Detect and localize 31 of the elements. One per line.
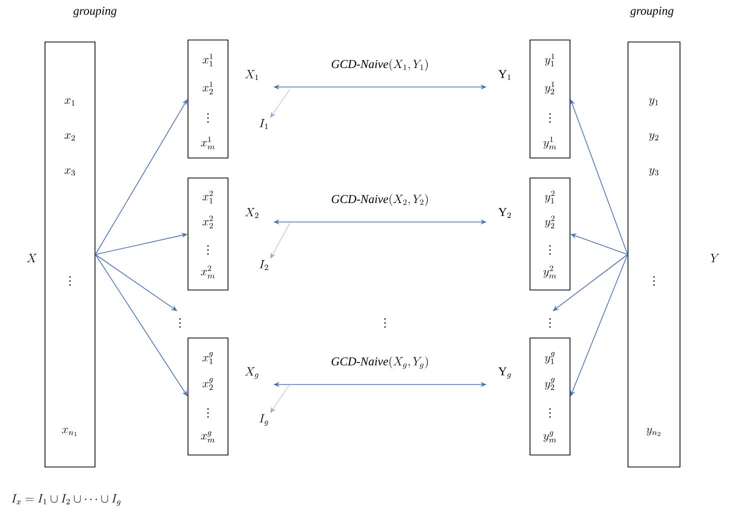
heading-label: grouping bbox=[630, 6, 674, 18]
vector-box: $y_1^g$ $y_2^g$ $\vdots$ $y_m^g$ $\mathrm{Y}_g$ bbox=[498, 338, 570, 456]
node-label: $\mathrm{Y}_g$ bbox=[498, 367, 511, 379]
vector-box: $x_1^2$ $x_2^2$ $\vdots$ $x_m^2$ $X_2$ bbox=[188, 178, 258, 290]
node-label: $Y$ bbox=[710, 254, 720, 262]
arrow bbox=[270, 384, 290, 413]
vector-box: $x_1^1$ $x_2^1$ $\vdots$ $x_m^1$ $X_1$ bbox=[188, 40, 258, 158]
edge-label: $\textit{GCD-Naive}(X_1, Y_1)$ bbox=[332, 59, 428, 71]
math-label: $I_1$ bbox=[260, 119, 268, 129]
heading-label: grouping bbox=[73, 6, 116, 18]
node-label: $X$ bbox=[26, 254, 37, 262]
math-label: $\vdots$ bbox=[549, 318, 551, 328]
math-label: $\vdots$ bbox=[179, 318, 181, 328]
edge-label: $\textit{GCD-Naive}(X_g, Y_g)$ bbox=[332, 356, 428, 369]
vector-box: $y_1^1$ $y_2^1$ $\vdots$ $y_m^1$ $\mathrm{Y}_1$ bbox=[498, 40, 570, 158]
node-label: $\mathrm{Y}_1$ bbox=[498, 70, 511, 80]
arrow bbox=[270, 222, 290, 258]
arrow bbox=[270, 88, 290, 118]
vector-box: $x_1$ $x_2$ $x_3$ $\vdots$ $x_{n_1}$ $X$ bbox=[26, 42, 96, 468]
formula-label: $\vdots$ bbox=[384, 318, 386, 328]
node-label: $X_2$ bbox=[245, 208, 258, 218]
node-label: $\mathrm{Y}_2$ bbox=[498, 208, 511, 218]
vector-box: $y_1$ $y_2$ $y_3$ $\vdots$ $y_{n_2}$ $Y$ bbox=[628, 42, 720, 468]
node-label: $X_g$ bbox=[245, 367, 258, 379]
edge-label: $\textit{GCD-Naive}(X_2, Y_2)$ bbox=[332, 194, 428, 206]
vector-box: $y_1^2$ $y_2^2$ $\vdots$ $y_m^2$ $\mathrm{Y}_2$ bbox=[498, 178, 570, 290]
math-label: $I_g$ bbox=[259, 414, 268, 426]
vector-box: $x_1^g$ $x_2^g$ $\vdots$ $x_m^g$ $X_g$ bbox=[188, 338, 258, 456]
math-label: $I_2$ bbox=[260, 260, 268, 270]
node-label: $X_1$ bbox=[245, 70, 258, 80]
formula-label: $I_x = I_1 \cup I_2 \cup \cdots \cup I_g$ bbox=[12, 494, 121, 506]
